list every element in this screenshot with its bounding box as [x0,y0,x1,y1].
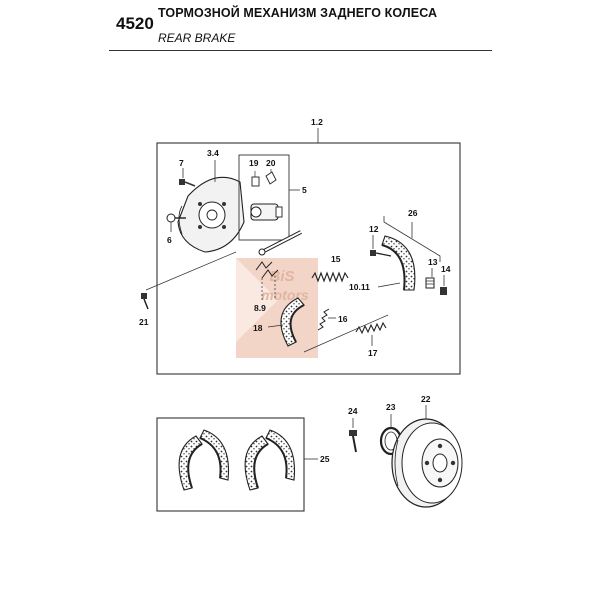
bleeder-screw-20 [265,169,277,185]
brake-drum-22 [391,418,463,508]
shoe-kit-shoe-3 [244,435,269,491]
bolt-21 [141,293,149,310]
watermark-text-1: BiS [269,268,294,285]
callout-16-a: 16 [338,314,348,324]
spring-cup-13 [425,277,435,289]
callout-14: 14 [441,264,451,274]
page-title: ТОРМОЗНОЙ МЕХАНИЗМ ЗАДНЕГО КОЛЕСА [158,6,438,20]
callout-24: 24 [348,406,358,416]
nut-14 [440,287,447,295]
callout-25: 25 [320,454,330,464]
brake-shoe-right [381,235,416,291]
callout-23: 23 [386,402,396,412]
callout-21: 21 [139,317,149,327]
assembly-frame [156,142,461,375]
leader-long-b [303,314,389,353]
callout-15: 15 [331,254,341,264]
shoe-kit-shoe-1 [178,435,203,491]
callout-19: 19 [249,158,259,168]
callout-13: 13 [428,257,438,267]
hold-down-pins [255,261,279,279]
leader-10-11 [377,282,401,288]
callout-3-4: 3.4 [207,148,219,158]
wheel-cylinder [250,203,283,221]
callout-26: 26 [408,208,418,218]
spring-16 [317,308,330,331]
cylinder-group-frame [238,154,290,241]
bolt-7 [179,179,196,187]
page-subtitle: REAR BRAKE [158,31,236,45]
leader-long-a [145,251,237,291]
callout-5: 5 [302,185,307,195]
watermark: BiS motors [236,258,318,358]
shoe-kit-shoe-4 [265,429,296,481]
callout-17: 17 [368,348,378,358]
bleeder-cap-19 [251,171,260,187]
bracket-26 [383,216,441,262]
shoe-kit-shoe-2 [199,429,230,481]
brake-shoe-left [280,297,305,347]
callout-1-2: 1.2 [311,117,323,127]
watermark-text-2: motors [261,287,309,303]
callout-10-11: 10.11 [349,282,370,292]
shoe-kit-frame [156,417,305,512]
callout-22: 22 [421,394,431,404]
callout-7: 7 [179,158,184,168]
header-rule [109,50,492,51]
brake-backing-plate [177,176,245,253]
spring-17 [355,321,387,335]
callout-12: 12 [369,224,379,234]
adjuster-strut [258,230,302,256]
callout-18: 18 [253,323,263,333]
pin-12 [370,250,392,257]
callout-20: 20 [266,158,276,168]
callout-8-9: 8.9 [254,303,266,313]
spring-15 [311,271,349,283]
callout-6: 6 [167,235,172,245]
watermark-shape [236,258,278,342]
section-number: 4520 [116,14,154,33]
leader-18 [267,324,284,328]
wheel-stud-24 [349,430,357,453]
